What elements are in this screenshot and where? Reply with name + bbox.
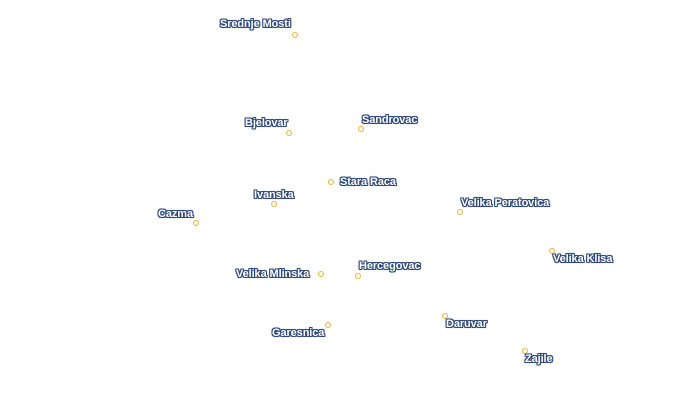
place-label: Sandrovac xyxy=(362,114,418,126)
place-marker[interactable] xyxy=(522,348,528,354)
place-marker[interactable] xyxy=(442,313,448,319)
place-marker[interactable] xyxy=(193,220,199,226)
place-marker[interactable] xyxy=(358,126,364,132)
place-label: Velika Peratovica xyxy=(461,197,550,209)
place-label: Stara Raca xyxy=(340,176,396,188)
place-label: Ivanska xyxy=(254,189,294,201)
place-marker[interactable] xyxy=(457,209,463,215)
place-label: Velika Mlinska xyxy=(236,268,310,280)
place-label: Bjelovar xyxy=(245,117,288,129)
place-marker[interactable] xyxy=(355,273,361,279)
place-label: Cazma xyxy=(158,208,193,220)
place-marker[interactable] xyxy=(549,248,555,254)
place-label: Hercegovac xyxy=(359,260,421,272)
place-marker[interactable] xyxy=(286,130,292,136)
place-label: Daruvar xyxy=(446,318,487,330)
place-label: Velika Klisa xyxy=(553,253,613,265)
place-label: Garesnica xyxy=(272,327,325,339)
place-label: Zajile xyxy=(525,353,553,365)
place-label: Srednje Mosti xyxy=(220,18,291,30)
place-marker[interactable] xyxy=(325,322,331,328)
place-marker[interactable] xyxy=(328,179,334,185)
place-marker[interactable] xyxy=(271,201,277,207)
place-marker[interactable] xyxy=(292,32,298,38)
place-marker[interactable] xyxy=(318,271,324,277)
